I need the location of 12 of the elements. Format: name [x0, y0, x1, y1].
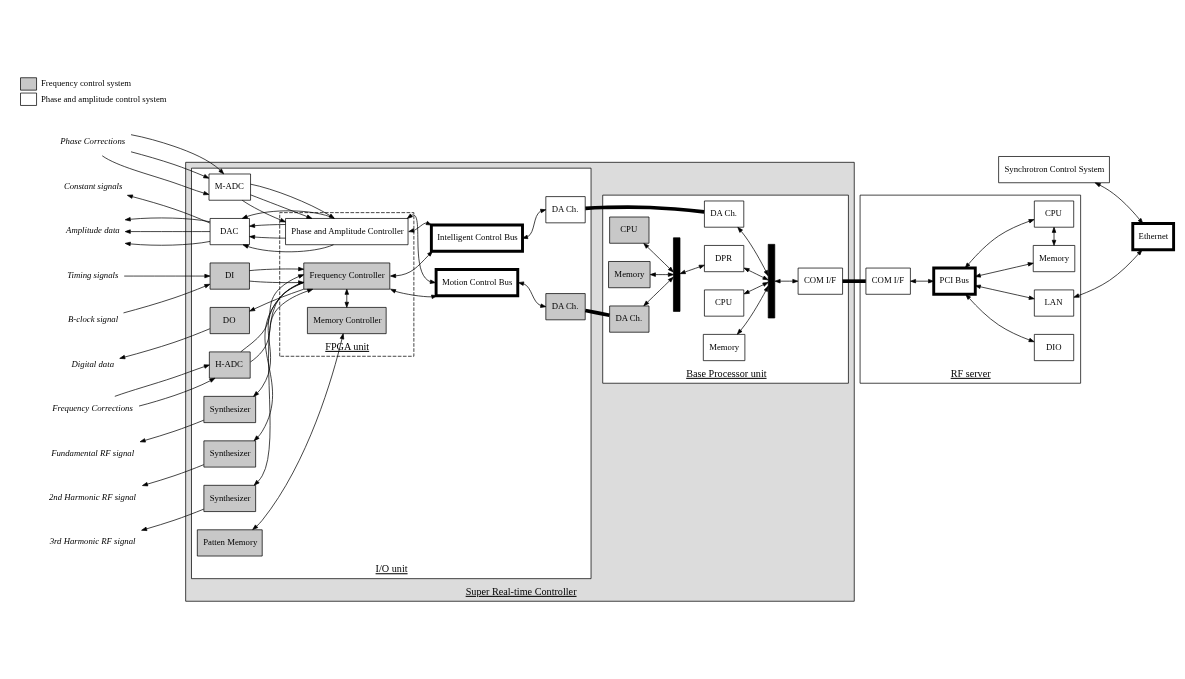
legend-label: Phase and amplitude control system [40, 93, 167, 104]
node-text: Phase Corrections [60, 136, 126, 147]
node-text: Constant signals [63, 180, 123, 191]
node-text: Frequency Corrections [52, 403, 133, 414]
legend-label: Frequency control system [40, 78, 132, 89]
node-text: 2nd Harmonic RF signal [48, 491, 137, 502]
node-text: Fundamental RF signal [51, 447, 135, 458]
node-text: Amplitude data [66, 225, 120, 236]
node-text: Digital data [71, 358, 115, 369]
node-text: B-clock signal [67, 314, 119, 325]
node-text: Timing signals [67, 269, 119, 280]
node-text: 3rd Harmonic RF signal [49, 536, 136, 547]
